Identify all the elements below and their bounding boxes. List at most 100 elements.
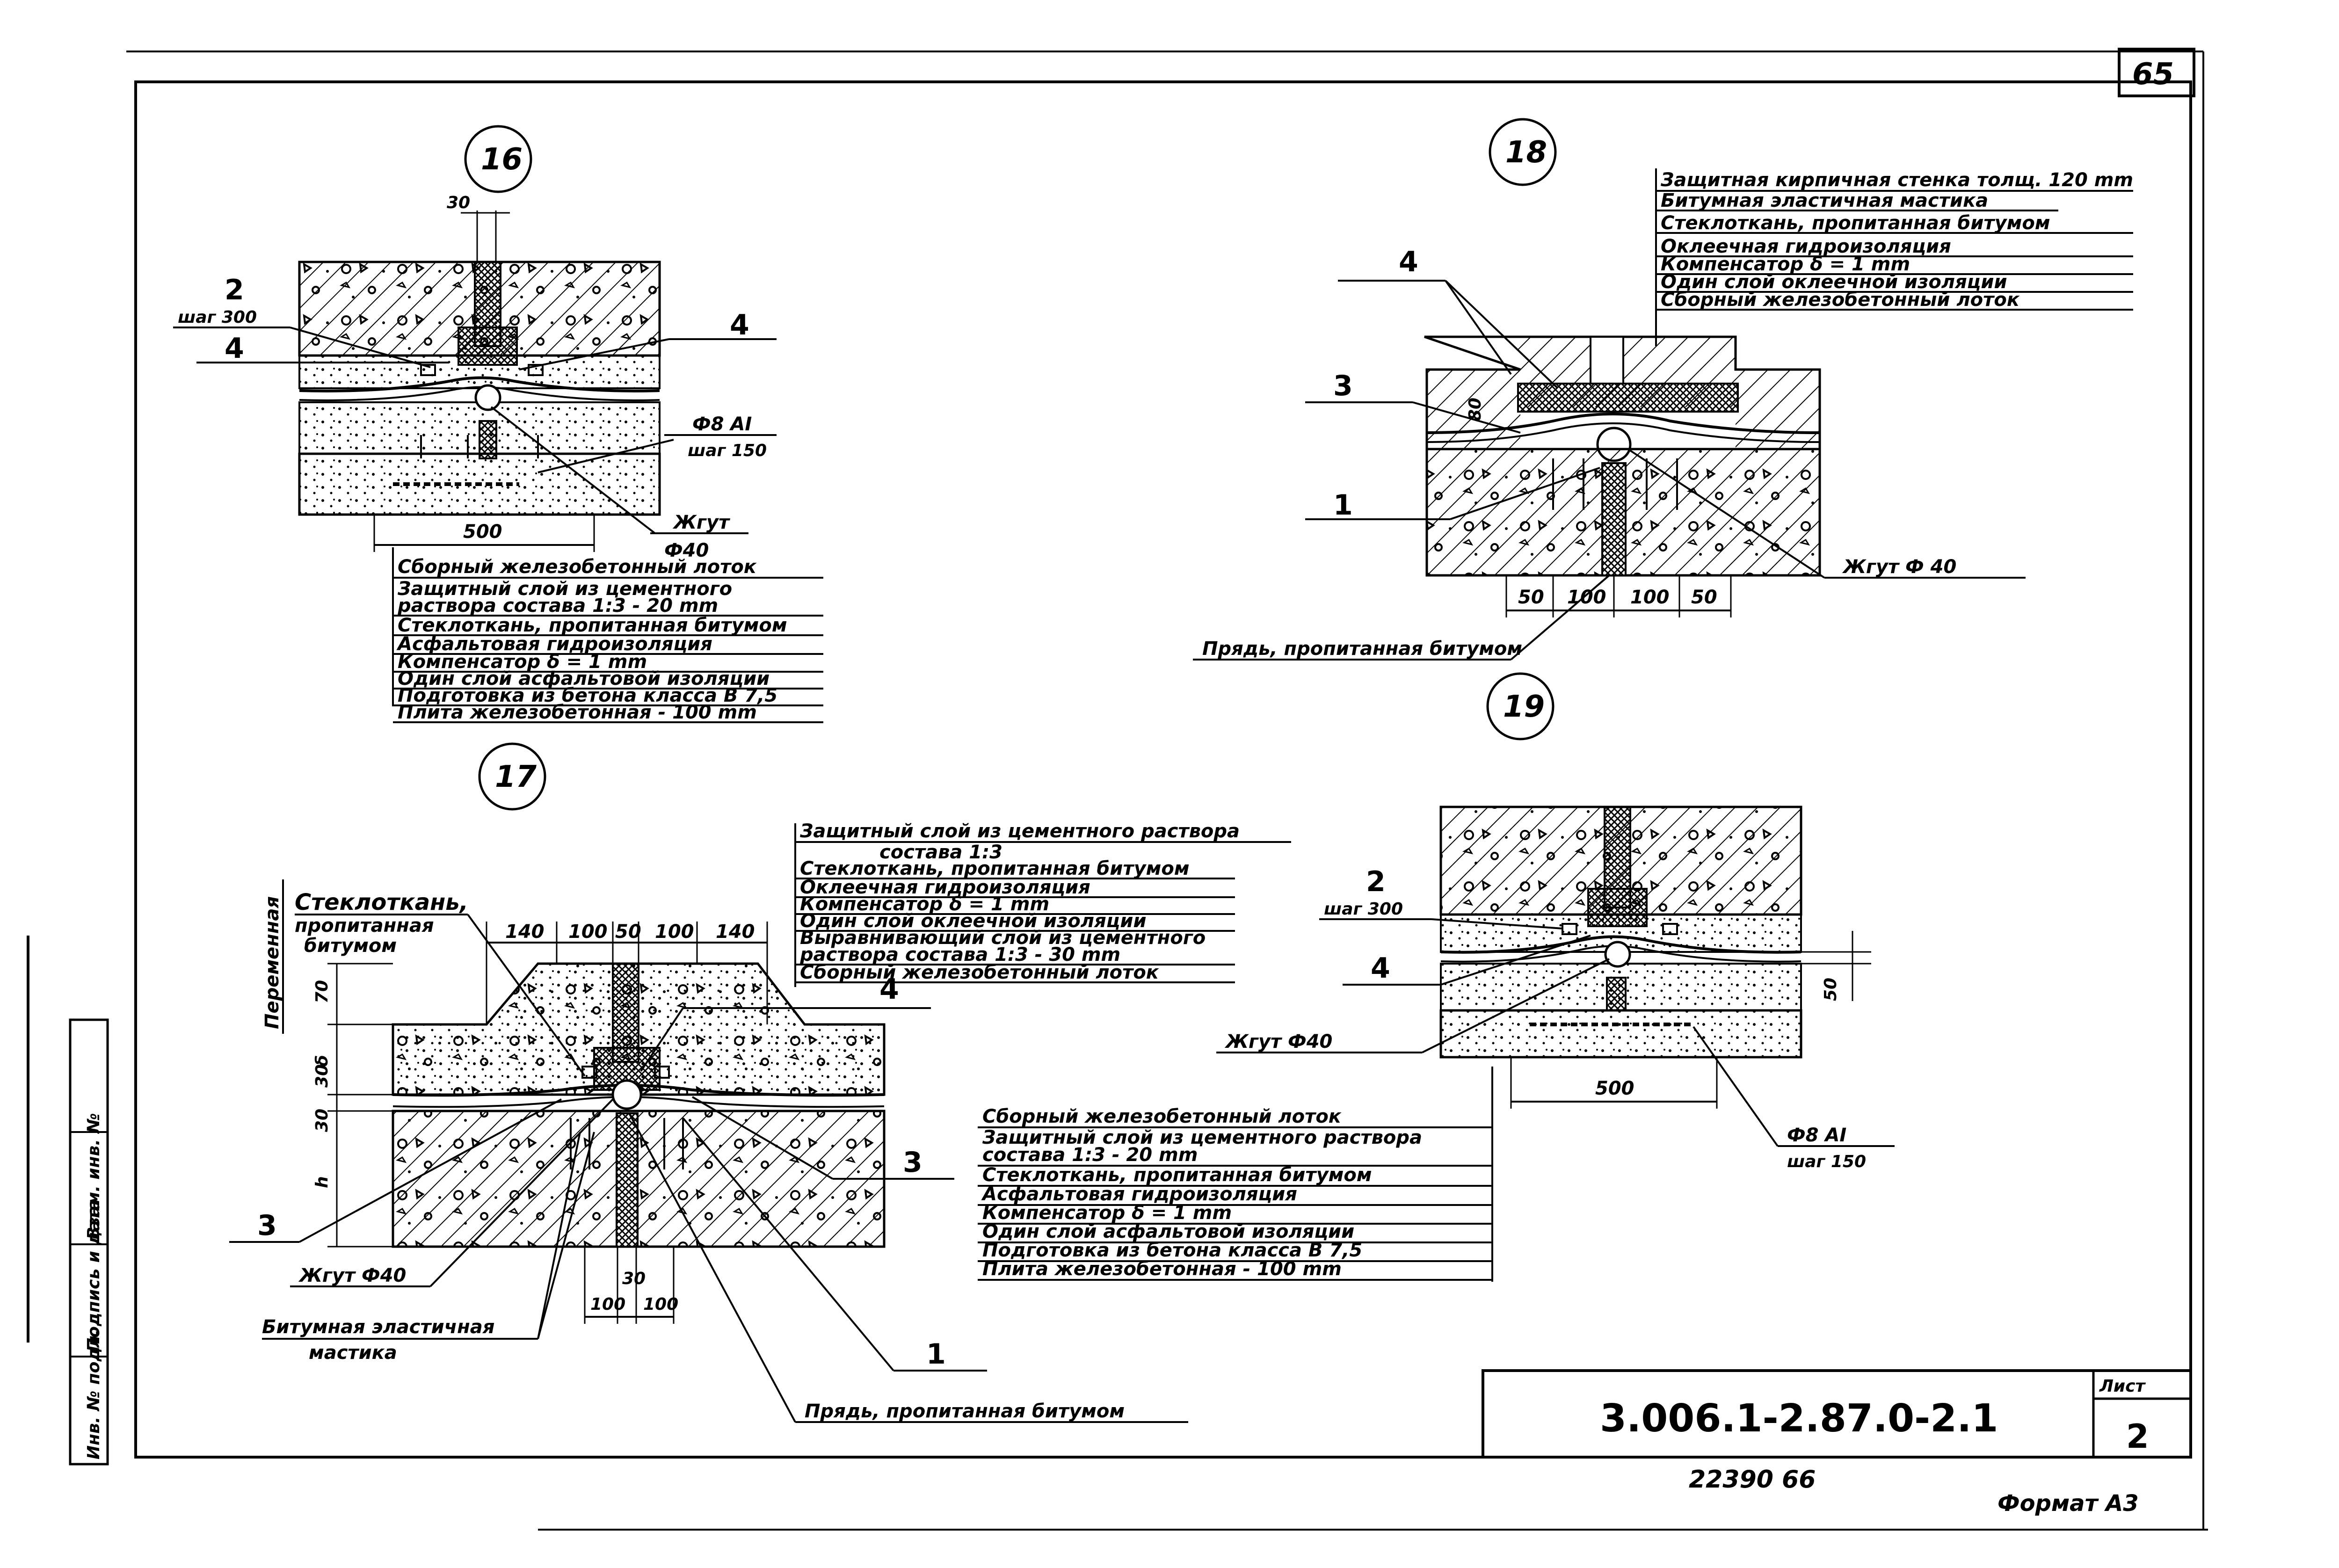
- detail-18-callout-4: 4: [1399, 246, 1418, 278]
- detail-18-layer-3: Стеклоткань, пропитанная битумом: [1661, 212, 2050, 234]
- detail-19-number: 19: [1503, 690, 1545, 724]
- detail-16-layer-4: Стеклоткань, пропитанная битумом: [398, 615, 787, 636]
- detail-17-bdim-30: 30: [622, 1269, 646, 1288]
- detail-16-callout-4-right: 4: [730, 309, 749, 341]
- detail-16-step-300: шаг 300: [178, 308, 257, 327]
- detail-18-layer-4: Оклеечная гидроизоляция: [1661, 236, 1951, 257]
- detail-19-layer-7: Один слой асфальтовой изоляции: [982, 1221, 1354, 1242]
- detail-16-layer-2: Защитный слой из цементного: [397, 578, 732, 600]
- sheet-number: 2: [2126, 1417, 2149, 1456]
- detail-16-layer-8: Подготовка из бетона класса В 7,5: [398, 685, 777, 706]
- detail-18-layer-2: Битумная эластичная мастика: [1661, 190, 1988, 211]
- detail-16-callout-2: 2: [225, 274, 244, 306]
- detail-18-pryad: Прядь, пропитанная битумом: [1202, 638, 1522, 660]
- detail-17-layer-8: раствора состава 1:3 - 30 mm: [799, 944, 1120, 965]
- bottom-code: 22390 66: [1689, 1466, 1816, 1494]
- detail-17-steklo-3: битумом: [304, 935, 397, 957]
- detail-19-layer-3: состава 1:3 - 20 mm: [982, 1144, 1198, 1166]
- detail-16-step-150: шаг 150: [688, 441, 767, 460]
- detail-18-callout-3: 3: [1333, 370, 1353, 402]
- detail-19-layer-4: Стеклоткань, пропитанная битумом: [982, 1164, 1372, 1186]
- format-label: Формат А3: [1998, 1490, 2139, 1517]
- detail-19-layer-6: Компенсатор δ = 1 mm: [982, 1202, 1232, 1224]
- detail-18-zhgut: Жгут Ф 40: [1842, 556, 1956, 578]
- detail-18-dim-50-left: 50: [1518, 587, 1544, 608]
- detail-18-dim-100-right: 100: [1630, 587, 1670, 608]
- detail-17-dim-delta: δ: [312, 1055, 332, 1067]
- detail-17-dim-30-bottom: 30: [312, 1109, 332, 1132]
- detail-19-layer-5: Асфальтовая гидроизоляция: [981, 1183, 1297, 1205]
- detail-19-callout-4: 4: [1371, 952, 1390, 985]
- detail-19-layer-1: Сборный железобетонный лоток: [982, 1106, 1342, 1127]
- sheet-frame: [27, 48, 2208, 1531]
- detail-19-step-300: шаг 300: [1324, 900, 1403, 919]
- detail-17-variable: Переменная: [262, 896, 283, 1029]
- detail-17-callout-3-right: 3: [903, 1146, 923, 1179]
- detail-19-dim-50: 50: [1821, 978, 1840, 1001]
- sheet-label: Лист: [2099, 1377, 2146, 1396]
- detail-17-dim-30-top: 30: [312, 1064, 332, 1088]
- detail-18-layer-1: Защитная кирпичная стенка толщ. 120 mm: [1660, 169, 2133, 191]
- detail-17-callout-4: 4: [879, 973, 899, 1006]
- page-number: 65: [2132, 57, 2174, 92]
- detail-17-bdim-100-left: 100: [590, 1295, 625, 1314]
- detail-17-layer-7: Выравнивающий слой из цементного: [800, 927, 1206, 949]
- detail-17-dim-70: 70: [312, 980, 332, 1003]
- detail-16-callout-4-left: 4: [225, 332, 244, 365]
- detail-17-layer-3: Стеклоткань, пропитанная битумом: [800, 858, 1190, 879]
- detail-16-layer-9: Плита железобетонная - 100 mm: [398, 702, 757, 723]
- detail-16-layer-3: раствора состава 1:3 - 20 mm: [397, 595, 718, 617]
- detail-17-steklo-2: пропитанная: [295, 915, 434, 936]
- detail-19-layer-2: Защитный слой из цементного раствора: [982, 1127, 1422, 1148]
- detail-17-layer-2: состава 1:3: [879, 842, 1002, 863]
- detail-17-dim-100-left: 100: [568, 921, 608, 943]
- detail-16-rebar: Ф8 АI: [692, 414, 752, 435]
- detail-17-steklo-1: Стеклоткань,: [295, 889, 468, 915]
- detail-18-dim-100-left: 100: [1567, 587, 1606, 608]
- detail-18-layer-7: Сборный железобетонный лоток: [1661, 289, 2020, 311]
- detail-19-dim-500: 500: [1595, 1078, 1634, 1099]
- detail-16-layer-6: Компенсатор δ = 1 mm: [398, 651, 647, 673]
- detail-19-layer-8: Подготовка из бетона класса В 7,5: [982, 1240, 1362, 1261]
- detail-17-dim-h: h: [312, 1176, 332, 1188]
- detail-17-dim-100-right: 100: [655, 921, 694, 943]
- detail-16-dim-30: 30: [447, 193, 470, 212]
- detail-17: 17 Защитный слой из цементного раствора …: [229, 742, 1291, 1423]
- detail-16-layer-7: Один слой асфальтовой изоляции: [398, 668, 770, 690]
- detail-18-h80: 80: [1466, 398, 1485, 421]
- detail-17-layer-6: Один слой оклеечной изоляции: [800, 910, 1147, 932]
- side-stamp-inv: Инв. № подл.: [84, 1329, 103, 1459]
- detail-19-layer-9: Плита железобетонная - 100 mm: [982, 1258, 1342, 1280]
- detail-16: 16 30 2 шаг 300 4 4 Ф8 АI: [173, 125, 823, 723]
- detail-19-step-150: шаг 150: [1787, 1152, 1866, 1171]
- detail-19-callout-2: 2: [1366, 865, 1386, 898]
- detail-17-dim-50: 50: [615, 921, 641, 943]
- detail-18: 18 Защитная кирпичная стенка толщ. 120 m…: [1193, 118, 2133, 661]
- detail-19-zhgut: Жгут Ф40: [1224, 1031, 1332, 1053]
- detail-17-layer-1: Защитный слой из цементного раствора: [799, 820, 1240, 842]
- detail-18-layer-6: Один слой оклеечной изоляции: [1661, 271, 2007, 293]
- detail-17-dim-140-right: 140: [716, 921, 755, 943]
- detail-17-mastic-2: мастика: [309, 1342, 397, 1364]
- detail-16-zhgut: Жгут: [672, 512, 731, 533]
- detail-17-layer-9: Сборный железобетонный лоток: [800, 962, 1159, 983]
- detail-17-number: 17: [495, 760, 537, 794]
- detail-16-dim-500: 500: [463, 521, 502, 543]
- detail-16-layer-5: Асфальтовая гидроизоляция: [396, 633, 712, 655]
- detail-16-phi40: Ф40: [664, 540, 709, 561]
- detail-19: 19 50 2 шаг 300 4 Жгут Ф40 Ф8 АI шаг 150: [978, 672, 1895, 1282]
- detail-17-zhgut: Жгут Ф40: [298, 1265, 406, 1286]
- detail-18-callout-1: 1: [1333, 489, 1353, 522]
- detail-17-callout-1: 1: [926, 1338, 946, 1371]
- detail-17-pryad: Прядь, пропитанная битумом: [805, 1401, 1125, 1422]
- detail-17-layer-5: Компенсатор δ = 1 mm: [800, 893, 1049, 915]
- detail-16-layer-1: Сборный железобетонный лоток: [398, 556, 757, 578]
- detail-19-rebar: Ф8 АI: [1787, 1125, 1846, 1146]
- detail-18-dim-50-right: 50: [1691, 587, 1717, 608]
- detail-17-layer-4: Оклеечная гидроизоляция: [800, 877, 1090, 898]
- detail-17-mastic-1: Битумная эластичная: [262, 1316, 494, 1338]
- side-stamp-replace: Взам. инв. №: [84, 1113, 103, 1240]
- doc-code: 3.006.1-2.87.0-2.1: [1600, 1396, 1998, 1441]
- detail-17-dim-140-left: 140: [505, 921, 545, 943]
